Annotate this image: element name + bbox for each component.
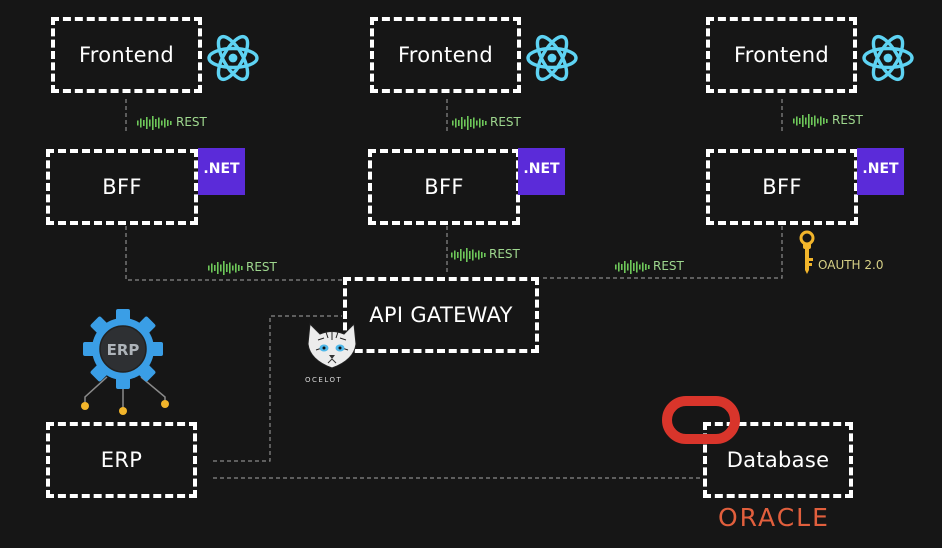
bff-label: BFF	[424, 175, 464, 199]
frontend-label: Frontend	[733, 43, 830, 67]
erp-gateway-link	[213, 315, 342, 462]
dotnet-badge: .NET	[518, 148, 565, 195]
dotnet-badge: .NET	[198, 148, 245, 195]
erp-label: ERP	[100, 448, 143, 472]
rest-label: REST	[490, 115, 521, 129]
rest-label: REST	[489, 247, 520, 261]
bff-box-3: BFF	[706, 149, 858, 225]
react-icon	[862, 34, 914, 82]
sound-wave-icon	[452, 116, 487, 130]
bff1-gateway-link	[125, 226, 342, 281]
rest-label: REST	[246, 260, 277, 274]
api-gateway-box: API GATEWAY	[343, 277, 539, 353]
react-icon	[207, 34, 259, 82]
sound-wave-icon	[793, 114, 828, 128]
api-gateway-label: API GATEWAY	[369, 303, 513, 327]
bff-label: BFF	[762, 175, 802, 199]
rest-label: REST	[653, 259, 684, 273]
rest-label: REST	[832, 113, 863, 127]
ocelot-label: OCELOT	[305, 376, 343, 384]
dotnet-badge: .NET	[857, 148, 904, 195]
frontend-label: Frontend	[78, 43, 175, 67]
sound-wave-icon	[137, 116, 172, 130]
oracle-label: ORACLE	[718, 503, 830, 532]
frontend-box-3: Frontend	[706, 17, 857, 93]
database-label: Database	[726, 448, 830, 472]
bff-label: BFF	[102, 175, 142, 199]
bff-box-2: BFF	[368, 149, 520, 225]
sound-wave-icon	[208, 261, 243, 275]
react-icon	[526, 34, 578, 82]
oauth-label: OAUTH 2.0	[818, 258, 884, 272]
oracle-ring-icon	[662, 396, 740, 444]
frontend-box-1: Frontend	[51, 17, 202, 93]
rest-label: REST	[176, 115, 207, 129]
sound-wave-icon	[615, 260, 650, 274]
database-box: Database	[703, 422, 853, 498]
erp-gear-icon: ERP	[81, 309, 169, 415]
frontend-label: Frontend	[397, 43, 494, 67]
key-icon	[799, 230, 815, 274]
frontend-box-2: Frontend	[370, 17, 521, 93]
erp-box: ERP	[46, 422, 197, 498]
erp-icon-label: ERP	[107, 341, 140, 359]
sound-wave-icon	[451, 248, 486, 262]
bff-box-1: BFF	[46, 149, 198, 225]
ocelot-cat-icon	[307, 322, 357, 369]
bff3-gateway-link	[540, 226, 783, 279]
